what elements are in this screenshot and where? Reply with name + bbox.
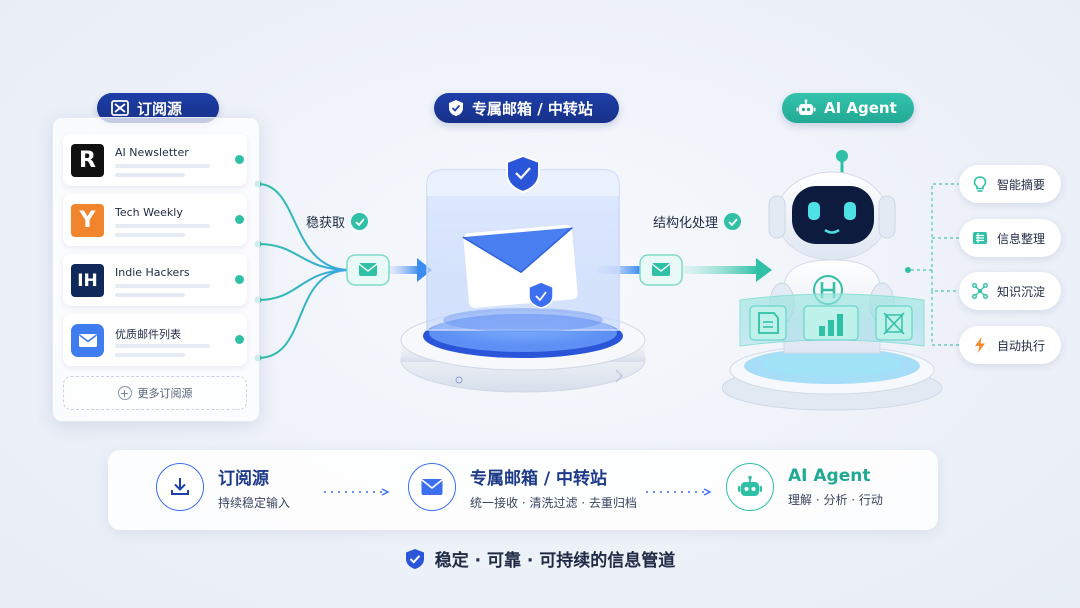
capability-knowledge[interactable]: 知识沉淀 bbox=[959, 272, 1061, 310]
step-subtitle: 统一接收 · 清洗过滤 · 去重归档 bbox=[470, 494, 637, 511]
more-sources-button[interactable]: + 更多订阅源 bbox=[63, 376, 247, 410]
source-logo-ih: IH bbox=[71, 264, 104, 297]
source-line bbox=[115, 164, 210, 168]
source-line bbox=[115, 344, 210, 348]
download-icon bbox=[156, 463, 204, 511]
source-card[interactable]: R AI Newsletter bbox=[63, 134, 247, 186]
dotted-arrow-icon bbox=[644, 488, 712, 496]
step-title: 订阅源 bbox=[218, 464, 290, 489]
step-agent: AI Agent 理解 · 分析 · 行动 bbox=[726, 463, 883, 511]
source-name: Tech Weekly bbox=[115, 206, 183, 219]
robot-illustration bbox=[722, 148, 952, 413]
mailbox-illustration bbox=[393, 150, 653, 410]
capability-label: 智能摘要 bbox=[997, 176, 1045, 193]
lightbulb-icon bbox=[971, 175, 989, 193]
source-name: Indie Hackers bbox=[115, 266, 190, 279]
step-title: 专属邮箱 / 中转站 bbox=[470, 464, 637, 489]
source-name: AI Newsletter bbox=[115, 146, 189, 159]
mail-list-icon bbox=[71, 324, 104, 357]
step-sources: 订阅源 持续稳定输入 bbox=[156, 463, 290, 511]
source-line bbox=[115, 233, 185, 237]
robot-icon bbox=[726, 463, 774, 511]
status-dot bbox=[235, 335, 244, 344]
status-dot bbox=[235, 215, 244, 224]
summary-bar: 订阅源 持续稳定输入 专属邮箱 / 中转站 统一接收 · 清洗过滤 · 去重归档 bbox=[108, 450, 938, 530]
step-subtitle: 理解 · 分析 · 行动 bbox=[788, 491, 883, 508]
source-line bbox=[115, 284, 210, 288]
ingest-text: 稳获取 bbox=[306, 212, 345, 231]
step-subtitle: 持续稳定输入 bbox=[218, 494, 290, 511]
check-icon bbox=[351, 213, 368, 230]
source-card[interactable]: Y Tech Weekly bbox=[63, 194, 247, 246]
source-line bbox=[115, 173, 185, 177]
source-logo-y: Y bbox=[71, 204, 104, 237]
ingest-label: 稳获取 bbox=[306, 212, 368, 231]
dotted-arrow-icon bbox=[322, 488, 390, 496]
envelope-icon bbox=[408, 463, 456, 511]
list-icon bbox=[971, 229, 989, 247]
structure-text: 结构化处理 bbox=[653, 212, 718, 231]
source-line bbox=[115, 293, 185, 297]
capability-label: 知识沉淀 bbox=[997, 283, 1045, 300]
capability-summary[interactable]: 智能摘要 bbox=[959, 165, 1061, 203]
capability-label: 信息整理 bbox=[997, 230, 1045, 247]
tagline-text: 稳定 · 可靠 · 可持续的信息管道 bbox=[435, 546, 676, 571]
tagline: 稳定 · 可靠 · 可持续的信息管道 bbox=[0, 546, 1080, 571]
shield-check-icon bbox=[405, 548, 425, 570]
source-logo-r: R bbox=[71, 144, 104, 177]
capability-organize[interactable]: 信息整理 bbox=[959, 219, 1061, 257]
status-dot bbox=[235, 275, 244, 284]
capability-execute[interactable]: 自动执行 bbox=[959, 326, 1061, 364]
lightning-icon bbox=[971, 336, 989, 354]
plus-icon: + bbox=[118, 386, 132, 400]
sources-panel: R AI Newsletter Y Tech Weekly IH Indie H… bbox=[52, 117, 260, 422]
source-card[interactable]: 优质邮件列表 bbox=[63, 314, 247, 366]
step-relay: 专属邮箱 / 中转站 统一接收 · 清洗过滤 · 去重归档 bbox=[408, 463, 637, 511]
capability-label: 自动执行 bbox=[997, 337, 1045, 354]
source-name: 优质邮件列表 bbox=[115, 326, 181, 342]
source-card[interactable]: IH Indie Hackers bbox=[63, 254, 247, 306]
source-line bbox=[115, 353, 185, 357]
status-dot bbox=[235, 155, 244, 164]
step-title: AI Agent bbox=[788, 466, 883, 486]
network-icon bbox=[971, 282, 989, 300]
source-line bbox=[115, 224, 210, 228]
more-sources-label: 更多订阅源 bbox=[138, 385, 193, 401]
